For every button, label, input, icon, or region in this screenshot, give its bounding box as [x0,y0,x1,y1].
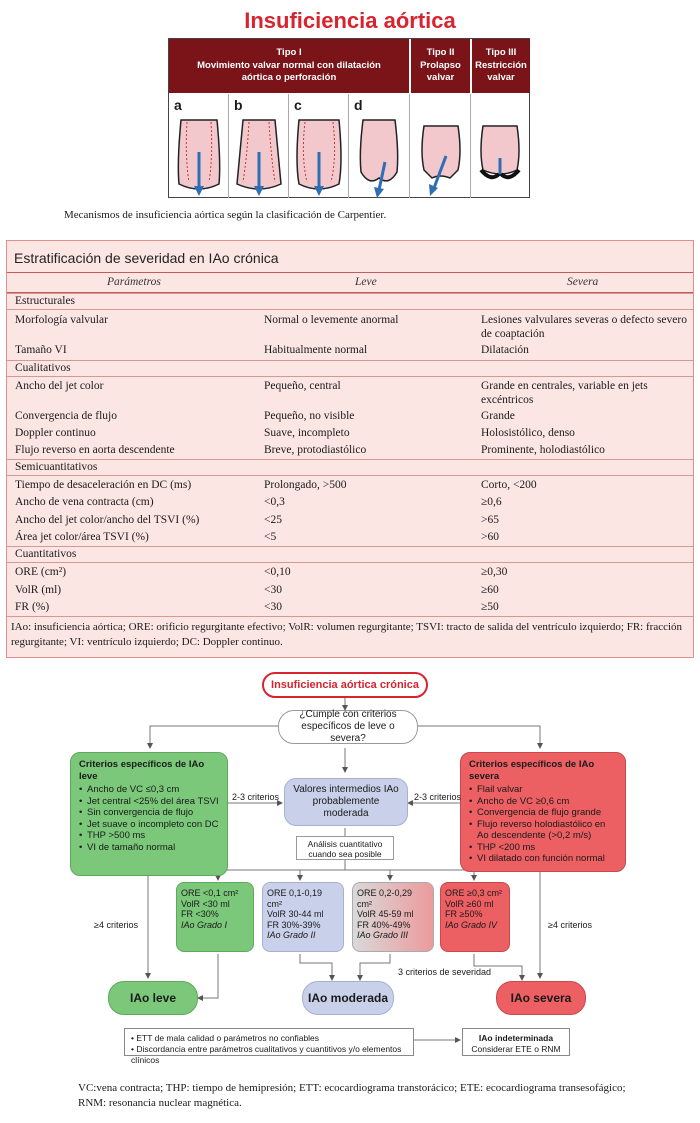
criterios-severa-title: Criterios específicos de IAo severa [469,759,595,782]
label-2-3-left: 2-3 criterios [232,792,280,802]
tipo2-desc: Prolapso valvar [420,59,461,84]
tipo1-header: Tipo I Movimiento valvar normal con dila… [169,39,410,93]
panel-a: a [169,94,229,198]
carpentier-figure: Tipo I Movimiento valvar normal con dila… [168,38,530,198]
list-item: Jet suave o incompleto con DC [79,819,219,831]
section-semicuantitativos: Semicuantitativos [7,459,693,476]
list-item: Ancho de VC ≥0,6 cm [469,796,617,808]
list-item: Sin convergencia de flujo [79,807,219,819]
severity-table: Estratificación de severidad en IAo crón… [6,240,694,658]
list-item: VI dilatado con función normal [469,853,617,865]
analisis-cuantitativo: Análisis cuantitativo cuando sea posible [296,836,394,860]
restriction-icon [479,125,521,180]
list-item: THP >500 ms [79,830,219,842]
table-header-rule [7,292,693,293]
table-title: Estratificación de severidad en IAo crón… [14,250,279,266]
outcome-moderada: IAo moderada [302,981,394,1015]
criterios-leve-box: Criterios específicos de IAo leve Ancho … [70,752,228,876]
tipo1-label: Tipo I [276,46,302,58]
table-rule [7,272,693,273]
panel-a-letter: a [174,97,182,113]
flow-start: Insuficiencia aórtica crónica [262,672,428,698]
criterios-leve-title: Criterios específicos de IAo leve [79,759,205,782]
label-2-3-right: 2-3 criterios [414,792,462,802]
panel-b-letter: b [234,97,243,113]
aortic-root-icon [296,119,342,196]
list-item: Flujo reverso holodiastólico en Ao desce… [469,819,617,842]
header-parametros: Parámetros [107,276,161,288]
header-severa: Severa [567,276,599,288]
tipo3-desc: Restricción valvar [475,59,527,84]
list-item: VI de tamaño normal [79,842,219,854]
panel-d-letter: d [354,97,363,113]
tipo1-desc: Movimiento valvar normal con dilatación … [197,59,381,84]
section-cualitativos: Cualitativos [7,360,693,377]
label-3-criterios: 3 criterios de severidad [398,967,492,977]
section-estructurales: Estructurales [7,293,693,310]
table-bottom-rule [7,616,693,617]
panel-tipo3 [471,94,530,198]
footnote: VC:vena contracta; THP: tiempo de hemipr… [78,1082,626,1109]
aortic-root-icon [359,119,399,198]
list-item: THP <200 ms [469,842,617,854]
panel-d: d [349,94,410,198]
figure-caption: Mecanismos de insuficiencia aórtica segú… [64,209,387,221]
list-item: Convergencia de flujo grande [469,807,617,819]
indeterminada-box: IAo indeterminada Considerar ETE o RNM [462,1028,570,1056]
figure-title: Insuficiencia aórtica [244,8,456,33]
panel-c: c [289,94,349,198]
panel-tipo2 [410,94,471,198]
label-ge4-left: ≥4 criterios [94,920,138,930]
tipo2-label: Tipo II [426,46,455,58]
list-item: • ETT de mala calidad o parámetros no co… [131,1033,320,1043]
flowchart: Insuficiencia aórtica crónica ¿Cumple co… [0,668,700,1065]
tipo3-header: Tipo III Restricción valvar [472,39,530,93]
list-item: Jet central <25% del área TSVI [79,796,219,808]
table-note: IAo: insuficiencia aórtica; ORE: orifici… [11,621,683,648]
panel-b: b [229,94,289,198]
header-leve: Leve [355,276,377,288]
list-item: • Discordancia entre parámetros cualitat… [131,1044,402,1065]
list-item: Ancho de VC ≤0,3 cm [79,784,219,796]
tipo2-header: Tipo II Prolapso valvar [411,39,471,93]
outcome-leve: IAo leve [108,981,198,1015]
valores-intermedios: Valores intermedios IAo probablemente mo… [284,778,408,826]
list-item: Flail valvar [469,784,617,796]
label-ge4-right: ≥4 criterios [548,920,592,930]
tipo3-label: Tipo III [485,46,517,58]
panel-c-letter: c [294,97,302,113]
flow-question: ¿Cumple con criterios específicos de lev… [278,709,418,744]
aortic-root-icon [236,119,282,196]
prolapse-icon [421,125,461,196]
aortic-root-icon [177,119,221,196]
section-cuantitativos: Cuantitativos [7,546,693,563]
outcome-severa: IAo severa [496,981,586,1015]
limitaciones-box: • ETT de mala calidad o parámetros no co… [124,1028,414,1065]
criterios-severa-box: Criterios específicos de IAo severa Flai… [460,752,626,872]
